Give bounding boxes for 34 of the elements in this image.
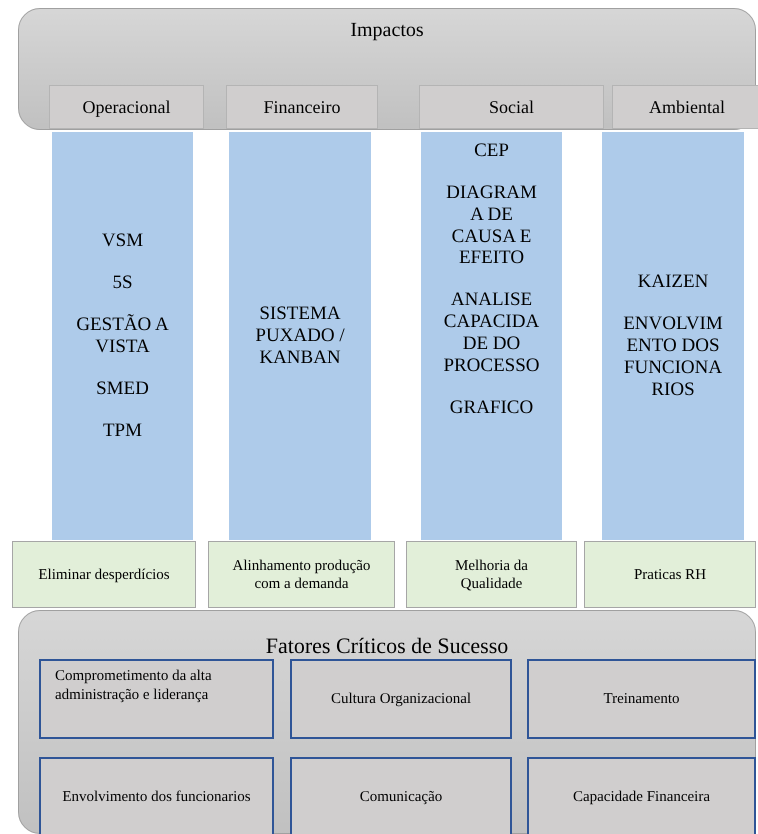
factor-box: Envolvimento dos funcionarios bbox=[39, 757, 274, 834]
tool-name: GRAFICO bbox=[448, 396, 534, 418]
panel bbox=[18, 8, 756, 130]
factor-box: Comunicação bbox=[290, 757, 512, 834]
tool-name: TPM bbox=[102, 420, 144, 442]
tool-name: VSM bbox=[100, 230, 144, 252]
objective-box: Alinhamento produção com a demanda bbox=[208, 541, 395, 608]
tool-column bbox=[602, 132, 744, 540]
category-tab: Ambiental bbox=[612, 85, 758, 129]
category-tab: Operacional bbox=[49, 85, 204, 129]
tool-name: ENVOLVIMENTO DOS FUNCIONARIOS bbox=[622, 313, 724, 401]
tool-name: SMED bbox=[95, 378, 150, 400]
tool-name: DIAGRAMA DE CAUSA E EFEITO bbox=[445, 182, 538, 270]
factor-box: Capacidade Financeira bbox=[527, 757, 756, 834]
factor-box: Comprometimento da alta administração e liderança bbox=[39, 659, 274, 739]
tool-name: CEP bbox=[473, 140, 510, 162]
objective-box: Melhoria da Qualidade bbox=[406, 541, 577, 608]
objective-box: Praticas RH bbox=[584, 541, 756, 608]
factor-box: Treinamento bbox=[527, 659, 756, 739]
factor-box: Cultura Organizacional bbox=[290, 659, 512, 739]
tool-name: SISTEMA PUXADO / KANBAN bbox=[254, 303, 346, 369]
tool-name: ANALISE CAPACIDADE DO PROCESSO bbox=[442, 289, 541, 377]
category-tab: Financeiro bbox=[226, 85, 378, 129]
objective-box: Eliminar desperdícios bbox=[12, 541, 196, 608]
tool-column bbox=[52, 132, 193, 540]
panel-title: Fatores Críticos de Sucesso bbox=[266, 633, 508, 659]
panel bbox=[18, 610, 756, 834]
tool-column bbox=[229, 132, 371, 540]
tool-name: 5S bbox=[111, 272, 134, 294]
tool-name: KAIZEN bbox=[636, 271, 710, 294]
tool-column bbox=[421, 132, 562, 540]
category-tab: Social bbox=[419, 85, 604, 129]
panel-title: Impactos bbox=[350, 19, 424, 42]
tool-name: GESTÃO A VISTA bbox=[75, 314, 170, 358]
